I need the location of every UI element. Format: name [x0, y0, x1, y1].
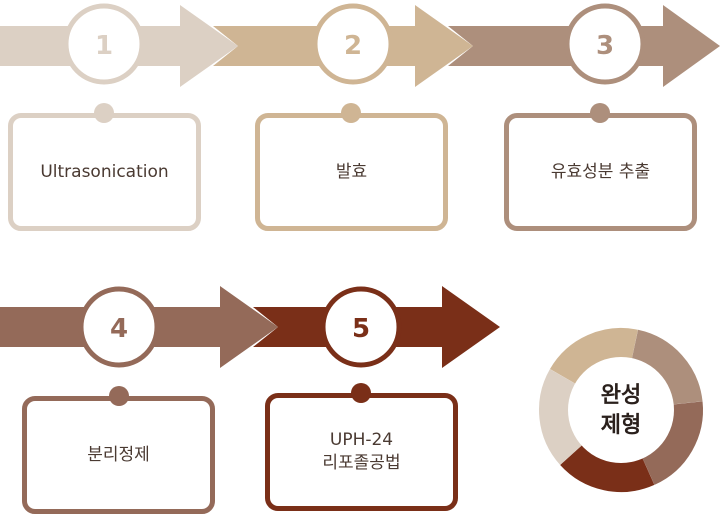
step-1-connector-dot — [94, 103, 114, 123]
step-3-box: 유효성분 추출 — [504, 113, 697, 231]
step-1-box: Ultrasonication — [8, 113, 201, 231]
step-1-circle — [63, 3, 145, 85]
step-4-circle — [78, 286, 160, 368]
ring-center — [568, 357, 674, 463]
step-4-box: 분리정제 — [22, 396, 215, 514]
step-2-box: 발효 — [255, 113, 448, 231]
result-cycle-ring — [538, 328, 703, 492]
result-label-line1: 완성 — [600, 383, 642, 408]
step-5-box: UPH-24 리포졸공법 — [265, 393, 458, 511]
step-4-label: 분리정제 — [87, 444, 150, 465]
step-3-circle — [564, 3, 646, 85]
step-4-number: 4 — [110, 314, 128, 344]
step-5-connector-dot — [351, 383, 371, 403]
step-2-circle — [312, 3, 394, 85]
result-label-line2: 제형 — [600, 413, 642, 438]
step-3-connector-dot — [590, 103, 610, 123]
step-1-number: 1 — [95, 31, 113, 61]
step-5-circle — [320, 286, 402, 368]
step-3-number: 3 — [596, 31, 614, 61]
ring-segment-3 — [539, 328, 703, 492]
step-3-label: 유효성분 추출 — [550, 161, 651, 182]
step-2-label: 발효 — [335, 161, 368, 182]
result-label: 완성 제형 — [567, 357, 675, 465]
ring-segment-2 — [539, 328, 703, 492]
step-2-connector-dot — [341, 103, 361, 123]
step-5-number: 5 — [352, 314, 370, 344]
ring-segment-4 — [539, 328, 703, 492]
step-2-number: 2 — [344, 31, 362, 61]
step-1-label: Ultrasonication — [40, 161, 169, 182]
step-4-connector-dot — [109, 386, 129, 406]
step-5-label-line2: 리포졸공법 — [322, 453, 401, 473]
step-5-label-line1: UPH-24 — [329, 430, 394, 450]
ring-segment-5 — [538, 328, 703, 492]
